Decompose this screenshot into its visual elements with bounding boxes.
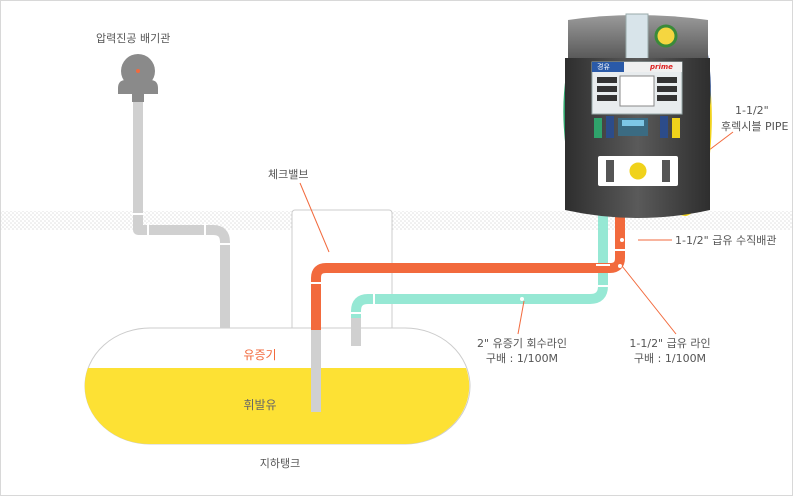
panel-title-bar (592, 62, 624, 72)
riser-marker (620, 238, 624, 242)
line-joints (309, 249, 627, 314)
drop-tube (311, 330, 321, 412)
left-fitting (606, 160, 614, 182)
flexible-pipe-label-1: 1-1/2" (735, 104, 769, 117)
left-nozzle (594, 118, 602, 138)
keypad-screen (622, 120, 644, 126)
right-fitting (662, 160, 670, 182)
dispenser-brand: prime (650, 63, 673, 71)
flexible-pipe-label-2: 후렉시블 PIPE (721, 120, 789, 133)
tank-label: 지하탱크 (259, 457, 301, 470)
brand-emblem (654, 24, 678, 48)
hood-sign (625, 13, 649, 61)
underground-tank (84, 327, 471, 445)
vent-cap (118, 54, 158, 102)
vent-pipe-joints (131, 213, 232, 245)
left-nozzle-2 (606, 116, 614, 138)
vapor-recovery-line (351, 168, 608, 345)
vent-label: 압력진공 배기관 (96, 32, 171, 45)
vapor-line-marker (520, 297, 524, 301)
vapor-line-label-1: 2" 유증기 회수라인 (477, 337, 567, 350)
supply-line-marker (618, 264, 622, 268)
dispenser-panel-title: 경유 (597, 63, 610, 71)
brand-bar (624, 62, 682, 72)
vapor-space-label: 유증기 (243, 348, 277, 362)
gasoline-label: 휘발유 (243, 398, 277, 412)
gasoline-fill (84, 368, 470, 445)
supply-line (311, 180, 625, 410)
check-valve-label: 체크밸브 (268, 168, 309, 181)
price-readouts (597, 77, 677, 101)
supply-line-label-1: 1-1/2" 급유 라인 (629, 337, 711, 350)
vent-pipe (133, 88, 230, 328)
center-valve (626, 159, 650, 183)
fuel-dispenser (563, 13, 712, 218)
vapor-stub (351, 318, 361, 346)
manhole-box (291, 209, 393, 344)
riser-label: 1-1/2" 급유 수직배관 (675, 234, 777, 247)
vapor-line-label-2: 구배 : 1/100M (485, 352, 559, 365)
supply-line-label-2: 구배 : 1/100M (633, 352, 707, 365)
screen (619, 75, 655, 107)
right-nozzle (672, 118, 680, 138)
right-nozzle-2 (660, 116, 668, 138)
